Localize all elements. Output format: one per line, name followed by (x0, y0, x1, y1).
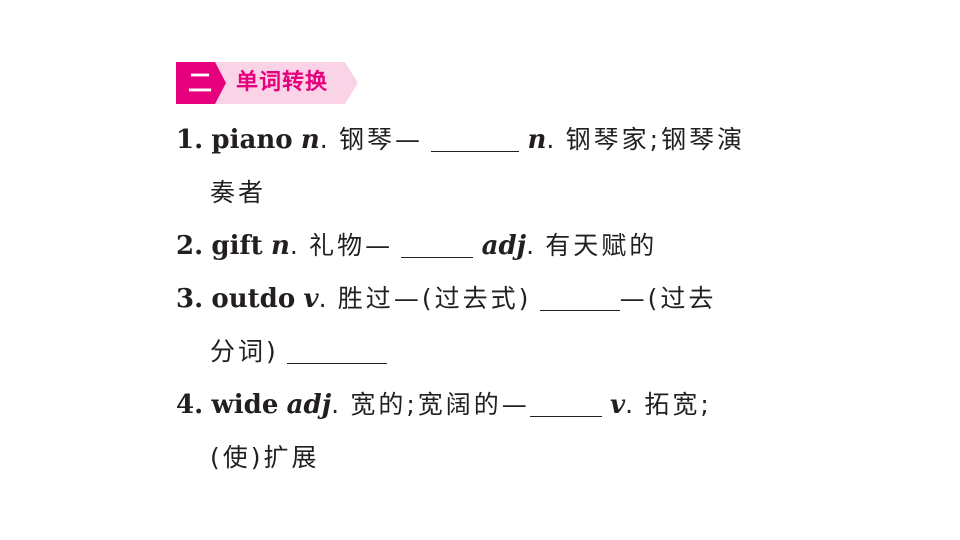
meaning: 宽的;宽阔的 (350, 390, 502, 419)
dash: — (394, 125, 423, 154)
part-of-speech: adj (286, 390, 332, 420)
section-number-badge: 二 (176, 62, 226, 104)
meaning: 有天赋的 (545, 231, 658, 260)
hint: —(过去 (619, 284, 717, 313)
meaning: 礼物 (309, 231, 366, 260)
meaning: 钢琴家;钢琴演 (565, 125, 746, 154)
answer-blank[interactable] (401, 227, 474, 258)
answer-blank[interactable] (431, 121, 520, 152)
part-of-speech: n (527, 125, 547, 155)
exercise-item-1-continued: 奏者 (176, 166, 786, 219)
headword: outdo (211, 284, 296, 314)
hint: (过去式) (421, 284, 532, 313)
item-number: 1. (176, 125, 204, 155)
meaning: 胜过 (337, 284, 394, 313)
exercise-item-1: 1. piano n. 钢琴— n. 钢琴家;钢琴演 (176, 113, 786, 166)
exercise-item-4: 4. wide adj. 宽的;宽阔的— v. 拓宽; (176, 378, 786, 431)
item-number: 2. (176, 231, 204, 261)
meaning: 拓宽; (644, 390, 712, 419)
exercise-item-4-continued: (使)扩展 (176, 431, 786, 484)
dash: — (393, 284, 422, 313)
hint: 分词) (210, 337, 279, 366)
headword: gift (211, 231, 263, 261)
answer-blank[interactable] (529, 386, 602, 417)
exercise-list: 1. piano n. 钢琴— n. 钢琴家;钢琴演 奏者 2. gift n.… (176, 113, 786, 484)
section-title: 单词转换 (236, 70, 329, 95)
section-header: 二 单词转换 (176, 62, 358, 104)
dash: — (365, 231, 394, 260)
headword: wide (211, 390, 279, 420)
part-of-speech: n (300, 125, 320, 155)
exercise-item-3: 3. outdo v. 胜过—(过去式) —(过去 (176, 272, 786, 325)
item-number: 3. (176, 284, 204, 314)
answer-blank[interactable] (539, 280, 620, 311)
part-of-speech: v (303, 284, 319, 314)
part-of-speech: adj (481, 231, 527, 261)
meaning: 钢琴 (338, 125, 395, 154)
exercise-item-3-continued: 分词) (176, 325, 786, 378)
item-number: 4. (176, 390, 204, 420)
meaning: (使)扩展 (210, 443, 320, 472)
headword: piano (211, 125, 293, 155)
part-of-speech: n (270, 231, 290, 261)
part-of-speech: v (610, 390, 626, 420)
dash: — (501, 390, 530, 419)
meaning: 奏者 (210, 178, 267, 207)
exercise-item-2: 2. gift n. 礼物— adj. 有天赋的 (176, 219, 786, 272)
answer-blank[interactable] (287, 333, 388, 364)
